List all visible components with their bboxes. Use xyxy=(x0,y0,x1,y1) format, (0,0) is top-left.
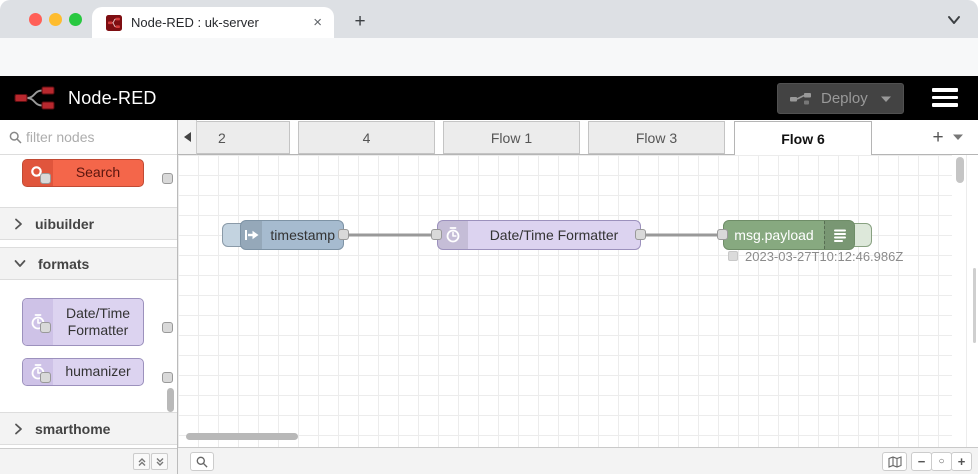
tab-scroll-left-button[interactable] xyxy=(178,120,197,155)
canvas-vscroll-track[interactable] xyxy=(952,155,966,447)
flow-tab-active[interactable]: Flow 6 xyxy=(734,121,872,155)
inject-output-port[interactable] xyxy=(338,229,349,240)
node-output-port xyxy=(162,173,173,184)
tab-close-icon[interactable]: × xyxy=(313,14,322,31)
node-output-port xyxy=(162,372,173,383)
sidebar-splitter[interactable] xyxy=(966,155,978,447)
splitter-handle-icon[interactable] xyxy=(973,268,976,343)
palette-node-humanizer[interactable]: humanizer xyxy=(22,358,173,386)
filter-nodes-input[interactable] xyxy=(26,125,166,149)
formatter-output-port[interactable] xyxy=(635,229,646,240)
browser-tab-title: Node-RED : uk-server xyxy=(131,15,259,30)
palette-scrollbar[interactable] xyxy=(167,388,174,412)
zoom-reset-button[interactable]: ○ xyxy=(931,452,952,471)
palette-category-uibuilder[interactable]: uibuilder xyxy=(0,207,177,240)
flow-tab[interactable]: 4 xyxy=(298,121,435,154)
debug-node[interactable]: msg.payload xyxy=(723,220,855,250)
palette-node-label: humanizer xyxy=(65,363,131,380)
canvas-hscroll-thumb[interactable] xyxy=(186,433,298,440)
debug-node-label: msg.payload xyxy=(734,227,814,243)
triangle-left-icon xyxy=(183,132,191,142)
debug-list-icon xyxy=(824,221,854,249)
category-label: smarthome xyxy=(35,420,111,437)
app-title: Node-RED xyxy=(68,88,157,108)
minimize-window-button[interactable] xyxy=(49,13,62,26)
expand-all-categories-button[interactable] xyxy=(151,453,168,470)
palette-node-label: Search xyxy=(75,164,121,181)
zoom-out-button[interactable]: − xyxy=(911,452,932,471)
browser-tab[interactable]: Node-RED : uk-server × xyxy=(92,7,334,38)
flow-tab[interactable]: Flow 1 xyxy=(443,121,580,154)
flow-tab[interactable]: Flow 3 xyxy=(588,121,725,154)
inject-node[interactable]: timestamp xyxy=(240,220,344,250)
deploy-button[interactable]: Deploy xyxy=(777,83,904,114)
canvas-vscroll-thumb[interactable] xyxy=(956,157,964,183)
chevron-right-icon xyxy=(15,423,22,434)
deploy-icon xyxy=(790,92,811,104)
timer-icon xyxy=(438,221,468,249)
deploy-caret-icon[interactable] xyxy=(880,95,892,103)
datetime-formatter-node[interactable]: Date/Time Formatter xyxy=(437,220,641,250)
close-window-button[interactable] xyxy=(29,13,42,26)
chevron-right-icon xyxy=(15,218,22,229)
debug-status-dot xyxy=(728,251,738,261)
workspace-footer: − ○ + xyxy=(178,447,978,474)
palette-node-label: Date/Time Formatter xyxy=(65,304,131,339)
inject-node-label: timestamp xyxy=(270,227,335,243)
collapse-all-categories-button[interactable] xyxy=(133,453,150,470)
palette-category-smarthome[interactable]: smarthome xyxy=(0,412,177,445)
canvas-search-button[interactable] xyxy=(190,452,214,471)
tabstrip-border xyxy=(178,154,978,155)
palette-filter-row xyxy=(0,120,177,155)
flow-wires xyxy=(348,233,718,237)
palette-footer xyxy=(0,448,177,474)
palette-category-formats[interactable]: formats xyxy=(0,247,177,280)
debug-status-text: 2023-03-27T10:12:46.986Z xyxy=(745,249,904,264)
navigator-button[interactable] xyxy=(882,452,907,471)
flow-list-caret-icon[interactable] xyxy=(952,133,964,141)
formatter-node-label: Date/Time Formatter xyxy=(489,227,619,243)
map-icon xyxy=(887,455,902,468)
tab-search-chevron-icon[interactable] xyxy=(944,12,964,28)
inject-arrow-icon xyxy=(241,221,263,249)
category-label: uibuilder xyxy=(35,215,95,232)
fullscreen-window-button[interactable] xyxy=(69,13,82,26)
add-flow-button[interactable]: + xyxy=(932,127,944,148)
flow-tabstrip: 2 4 Flow 1 Flow 3 Flow 6 + xyxy=(178,120,978,155)
filter-search-icon xyxy=(9,131,22,144)
palette-node-datetime-formatter[interactable]: Date/Time Formatter xyxy=(22,298,173,346)
search-icon xyxy=(196,456,208,468)
main-menu-icon[interactable] xyxy=(932,88,958,111)
flow-canvas[interactable]: timestamp Date/Time Formatter msg.payloa… xyxy=(178,155,966,447)
debug-input-port[interactable] xyxy=(717,229,728,240)
node-input-port xyxy=(40,173,51,184)
formatter-input-port[interactable] xyxy=(431,229,442,240)
browser-toolbar: ← → ⚠ Not Secure | uk-server:2718/#flow/… xyxy=(0,38,978,110)
node-palette: Search uibuilder formats Date/Time Forma… xyxy=(0,120,178,474)
palette-node-search[interactable]: Search xyxy=(22,159,173,187)
macos-titlebar: Node-RED : uk-server × + xyxy=(0,0,978,38)
new-tab-button[interactable]: + xyxy=(354,11,366,32)
node-output-port xyxy=(162,322,173,333)
node-input-port xyxy=(40,322,51,333)
nodered-logo-icon xyxy=(14,86,55,110)
zoom-in-button[interactable]: + xyxy=(951,452,972,471)
deploy-label: Deploy xyxy=(821,90,868,107)
chevron-down-icon xyxy=(14,260,26,267)
category-label: formats xyxy=(38,255,90,272)
node-input-port xyxy=(40,372,51,383)
nodered-favicon-icon xyxy=(106,14,122,31)
palette-content: Search uibuilder formats Date/Time Forma… xyxy=(0,155,177,448)
